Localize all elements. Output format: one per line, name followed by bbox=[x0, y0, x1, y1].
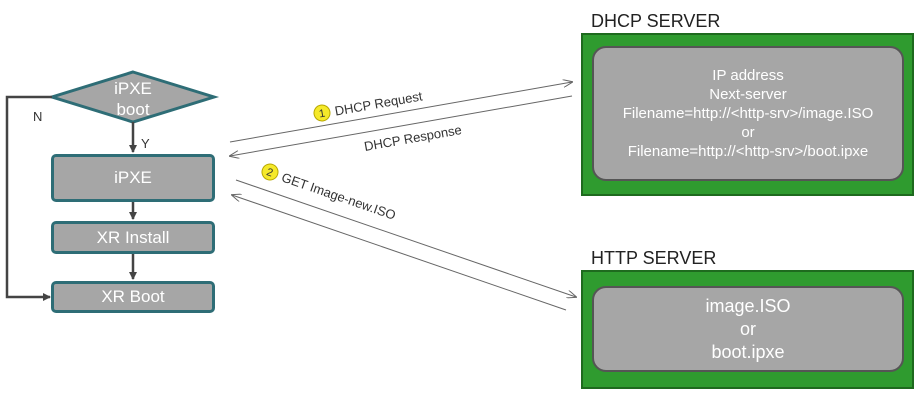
no-branch-line bbox=[5, 95, 52, 301]
message-2-badge bbox=[261, 163, 279, 181]
step-ipxe: iPXE bbox=[51, 154, 215, 202]
dhcp-response-text: DHCP Response bbox=[363, 122, 463, 154]
http-line-boot-ipxe: boot.ipxe bbox=[711, 341, 785, 362]
step-ipxe-label: iPXE bbox=[114, 168, 152, 187]
dhcp-line-or: or bbox=[741, 124, 755, 141]
dhcp-server-details: IP address Next-server Filename=http://<… bbox=[592, 46, 904, 181]
http-line-image-iso: image.ISO bbox=[705, 295, 791, 316]
dhcp-request-arrow bbox=[229, 82, 572, 143]
message-2-number: 2 bbox=[265, 166, 275, 179]
dhcp-line-filename-ipxe: Filename=http://<http-srv>/boot.ipxe bbox=[627, 143, 869, 160]
message-2-text: GET Image-new.ISO bbox=[280, 170, 398, 223]
dhcp-line-ip-address: IP address bbox=[712, 67, 784, 84]
decision-label-line2: boot bbox=[116, 100, 149, 119]
yes-branch-label: Y bbox=[141, 136, 150, 151]
message-1-text: DHCP Request bbox=[334, 88, 424, 118]
step-xr-install: XR Install bbox=[51, 221, 215, 254]
http-get-arrow bbox=[235, 179, 576, 297]
message-1-badge bbox=[313, 104, 331, 122]
message-1-number: 1 bbox=[318, 108, 326, 121]
dhcp-line-filename-iso: Filename=http://<http-srv>/image.ISO bbox=[622, 105, 874, 122]
dhcp-server-title: DHCP SERVER bbox=[591, 11, 721, 31]
http-server-details: image.ISO or boot.ipxe bbox=[592, 286, 904, 372]
dhcp-response-arrow bbox=[230, 95, 573, 156]
step-xr-boot-label: XR Boot bbox=[101, 287, 165, 306]
dhcp-line-next-server: Next-server bbox=[709, 86, 787, 103]
step-xr-boot: XR Boot bbox=[51, 281, 215, 313]
decision-label-line1: iPXE bbox=[114, 79, 152, 98]
http-response-arrow bbox=[232, 195, 567, 311]
step-xr-install-label: XR Install bbox=[96, 227, 170, 247]
http-server-title: HTTP SERVER bbox=[591, 248, 717, 268]
http-line-or: or bbox=[739, 318, 756, 339]
no-branch-label: N bbox=[33, 109, 42, 124]
